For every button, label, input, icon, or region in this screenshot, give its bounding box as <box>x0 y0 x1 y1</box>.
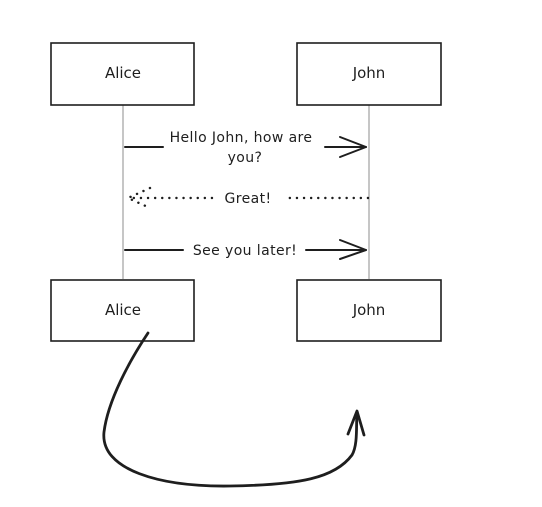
participant-alice-top[interactable]: Alice <box>50 42 195 106</box>
participant-john-top-label: John <box>352 64 386 82</box>
curved-arrow[interactable] <box>102 331 366 488</box>
message-3-label: See you later! <box>193 243 297 259</box>
message-2-arrowhead <box>125 186 152 210</box>
message-2-label: Great! <box>225 191 272 207</box>
participant-john-top[interactable]: John <box>296 42 442 106</box>
participant-john-top-box <box>296 42 442 106</box>
message-3-arrowhead <box>339 239 367 260</box>
message-2[interactable]: Great! <box>125 186 370 210</box>
participant-john-bottom[interactable]: John <box>296 279 442 342</box>
participant-alice-top-label: Alice <box>105 64 141 82</box>
message-1-label-line-1: Hello John, how are <box>170 130 313 146</box>
participant-alice-bottom[interactable]: Alice <box>50 279 195 342</box>
participant-alice-top-box <box>50 42 195 106</box>
message-1[interactable]: Hello John, how are you? <box>124 130 367 166</box>
participant-john-bottom-box <box>296 279 442 342</box>
curved-arrow-line <box>102 331 359 488</box>
message-1-label-line-2: you? <box>228 150 263 166</box>
participant-alice-bottom-box <box>50 279 195 342</box>
curved-arrow-head <box>346 409 366 437</box>
message-1-arrowhead <box>339 136 367 158</box>
message-3[interactable]: See you later! <box>124 239 367 260</box>
participant-alice-bottom-label: Alice <box>105 301 141 319</box>
participant-john-bottom-label: John <box>352 301 386 319</box>
